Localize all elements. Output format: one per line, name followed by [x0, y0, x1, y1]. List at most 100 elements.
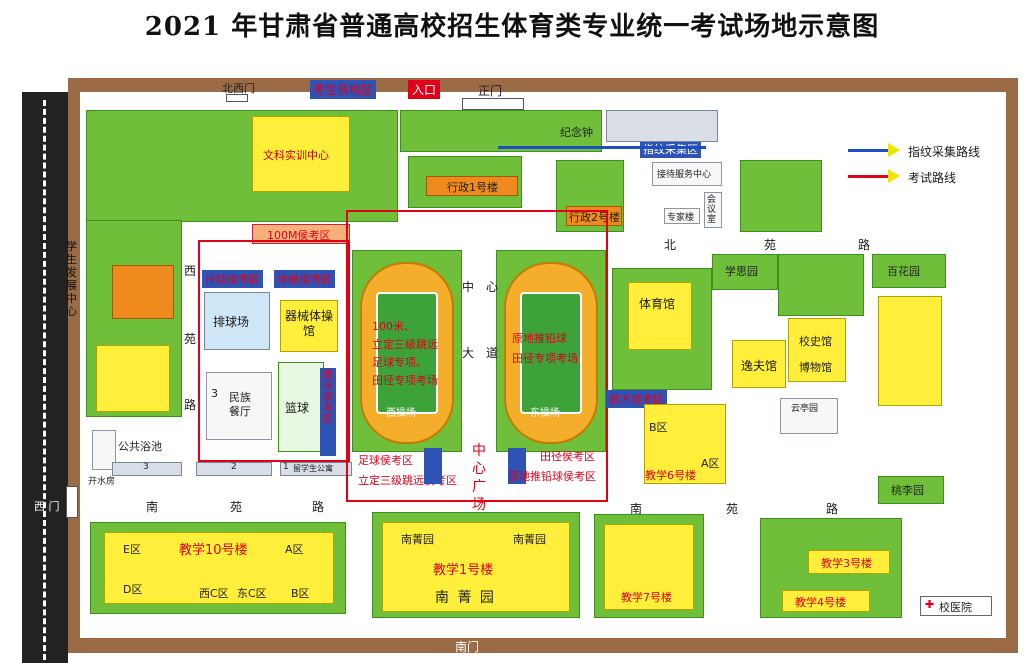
canteen-label: 民族餐厅: [229, 391, 251, 418]
north-east-lawn: [740, 160, 822, 232]
west-gate-icon: [66, 486, 78, 518]
teach1-building: 南菁园 南菁园 教学1号楼 南 菁 园: [382, 522, 570, 612]
apartment-building: 1 留学生公寓: [280, 462, 352, 476]
hospital-label: 校医院: [939, 601, 972, 614]
sprint-wait-label: 田径侯考区: [540, 450, 595, 463]
shot-wait-label: 原地推铅球侯考区: [508, 470, 596, 483]
center-road-char-3: 大: [462, 346, 475, 360]
dorm-2-label: 2: [231, 462, 237, 472]
museum-label: 博物馆: [799, 361, 832, 374]
center-square-char-4: 场: [472, 497, 486, 513]
map-title: 2021 年甘肃省普通高校招生体育类专业统一考试场地示意图: [144, 12, 880, 42]
north-east-garden: [778, 254, 864, 316]
north-road-char-1: 北: [664, 238, 677, 252]
west-field-note-1: 100米、: [372, 320, 415, 333]
wait-100m-area: 100M侯考区: [252, 224, 350, 244]
north-road-char-3: 路: [858, 238, 871, 252]
teach4-building: 教学4号楼: [782, 590, 870, 612]
dorm-3: 3: [112, 462, 182, 476]
dorm-2: 2: [196, 462, 272, 476]
west-field-note-3: 足球专项、: [372, 356, 427, 369]
teach6-label: 教学6号楼: [645, 469, 696, 482]
west-field-note-2: 立定三级跳远: [372, 338, 438, 351]
teach10-zone-e: E区: [123, 543, 141, 556]
candidate-inspection-tag: 考生侯检区: [310, 80, 377, 99]
south-road-e-char-2: 苑: [726, 502, 739, 516]
south-road-w-char-2: 苑: [230, 500, 243, 514]
teach4-label: 教学4号楼: [795, 596, 846, 609]
volleyball-wait-tag: 排球侯考区: [202, 270, 263, 288]
west-road-char-2: 苑: [184, 332, 197, 346]
xuesi-garden: 学思园: [712, 254, 778, 290]
exam-route-main: [346, 210, 608, 502]
south-road-w-char-1: 南: [146, 500, 159, 514]
center-road-char-1: 中: [462, 280, 475, 294]
teach6-zone-b: B区: [649, 421, 668, 434]
east-field-label: 东操场: [530, 408, 560, 419]
east-field-note-1: 原地推铅球: [512, 332, 567, 345]
basketball-wait-tag: 篮球侯考区: [320, 368, 336, 456]
bath-label: 公共浴池: [118, 440, 162, 453]
xuesi-label: 学思园: [725, 265, 758, 278]
nanjing-east-label: 南菁园: [513, 533, 546, 546]
teach10-label: 教学10号楼: [179, 543, 248, 558]
admin1-building: 行政1号楼: [426, 176, 518, 196]
nanjing-garden-label: 南 菁 园: [435, 590, 496, 606]
teach6-building: B区 A区 教学6号楼: [644, 404, 726, 484]
center-square-char-1: 中: [472, 443, 486, 459]
west-field-note-4: 田径专项考场: [372, 374, 438, 387]
teach1-label: 教学1号楼: [433, 563, 494, 578]
canteen-building: 民族餐厅 3: [206, 372, 272, 440]
west-bottom-blue-block: [424, 448, 442, 484]
west-orange-building: [112, 265, 174, 319]
east-field-note-2: 田径专项考场: [512, 352, 578, 365]
teach10-zone-west-c: 西C区: [199, 587, 229, 600]
entrance-tag: 入口: [408, 80, 441, 99]
memorial-bell-label: 纪念钟: [560, 126, 593, 139]
fingerprint-area-tag: 指纹采集区: [640, 140, 701, 158]
admin1-label: 行政1号楼: [447, 181, 498, 194]
north-center-lawn: [400, 110, 602, 152]
main-gate-label: 正门: [478, 84, 503, 98]
west-field-label: 西操场: [386, 408, 416, 419]
south-gate-label: 南门: [455, 640, 480, 654]
baihua-label: 百花园: [887, 265, 920, 278]
volleyball-label: 排球场: [213, 315, 250, 329]
reception-building: 接待服务中心: [652, 162, 722, 186]
gym-building: 体育馆: [628, 282, 692, 350]
history-label: 校史馆: [799, 335, 832, 348]
standing-jump-wait-label: 立定三级跳远侯考区: [358, 474, 457, 487]
teach10-zone-east-c: 东C区: [237, 587, 267, 600]
south-road-w-char-3: 路: [312, 500, 325, 514]
west-road-centerline: [43, 100, 46, 660]
yunxiang-label: 云亭园: [791, 404, 819, 414]
south-road-e-char-3: 路: [826, 502, 839, 516]
west-gate-label: 西 门: [34, 500, 60, 513]
conference-building: 会议室: [704, 192, 722, 228]
yifu-label: 逸夫馆: [741, 359, 778, 373]
teach10-zone-a: A区: [285, 543, 304, 556]
teach6-zone-a: A区: [701, 457, 720, 470]
conference-label: 会议室: [707, 195, 717, 225]
liberal-arts-label: 文科实训中心: [263, 149, 329, 162]
teach3-label: 教学3号楼: [821, 557, 872, 570]
history-hall: 校史馆 博物馆: [788, 318, 846, 382]
east-residence: [878, 296, 942, 406]
legend-exam-label: 考试路线: [908, 171, 957, 185]
volleyball-court: 排球场: [204, 292, 270, 350]
west-road-char-1: 西: [184, 264, 197, 278]
gym-wait-tag: 体操侯考区: [274, 270, 335, 288]
exam-route-west: [198, 240, 350, 462]
canteen-zone-3: 3: [211, 387, 218, 400]
center-road-char-2: 心: [486, 280, 499, 294]
basketball-court: 篮球: [278, 362, 324, 452]
teach7-building: 教学7号楼: [604, 524, 694, 610]
center-road-char-4: 道: [486, 346, 499, 360]
liberal-arts-center: 文科实训中心: [252, 116, 350, 192]
expert-label: 专家楼: [667, 213, 695, 223]
expert-building: 专家楼: [664, 208, 700, 224]
reception-label: 接待服务中心: [657, 170, 712, 180]
legend-fingerprint-label: 指纹采集路线: [908, 145, 981, 159]
legend-exam-arrow: [888, 169, 900, 183]
yifu-hall: 逸夫馆: [732, 340, 786, 388]
